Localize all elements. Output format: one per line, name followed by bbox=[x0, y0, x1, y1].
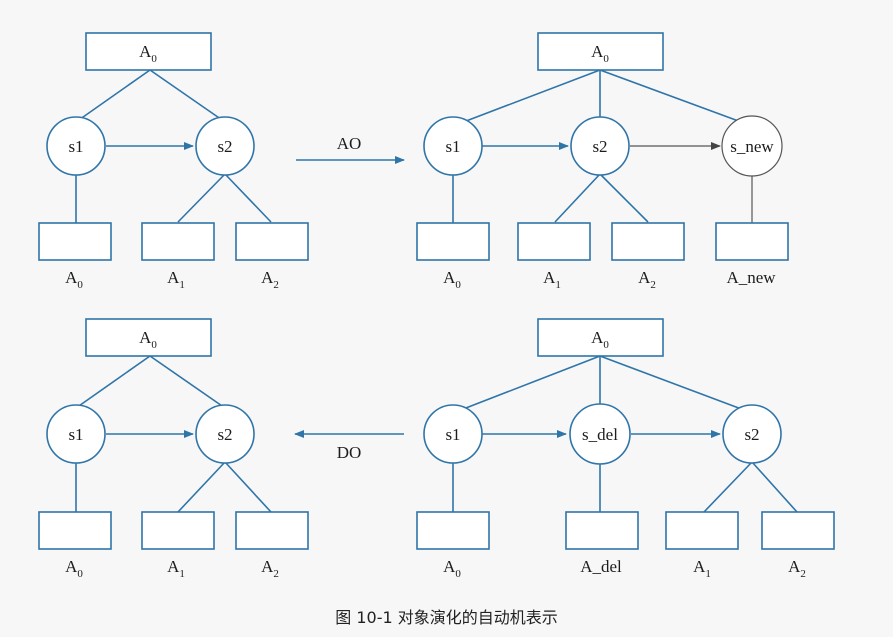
state-node bbox=[423, 116, 483, 176]
leaf-label: A0 bbox=[65, 557, 83, 580]
root-label: A0 bbox=[139, 328, 157, 351]
state-label: s2 bbox=[217, 425, 232, 444]
edge bbox=[75, 69, 151, 123]
state-node bbox=[423, 404, 483, 464]
leaf-label: A0 bbox=[443, 557, 461, 580]
edge bbox=[452, 355, 601, 414]
leaf-box bbox=[141, 511, 215, 550]
edge bbox=[149, 69, 226, 123]
ao-arrow-label: AO bbox=[337, 134, 362, 153]
state-node bbox=[46, 404, 106, 464]
root-label: A0 bbox=[139, 42, 157, 65]
leaf-label: A1 bbox=[167, 557, 185, 580]
state-node bbox=[46, 116, 106, 176]
edge bbox=[75, 355, 151, 409]
edge bbox=[224, 461, 272, 513]
state-node bbox=[195, 404, 255, 464]
leaf-box bbox=[38, 222, 112, 261]
state-label: s1 bbox=[445, 425, 460, 444]
edge bbox=[452, 69, 601, 127]
figure-caption: 图 10-1 对象演化的自动机表示 bbox=[335, 608, 558, 627]
leaf-label: A2 bbox=[261, 268, 279, 291]
state-label: s2 bbox=[592, 137, 607, 156]
leaf-box bbox=[517, 222, 591, 261]
root-box bbox=[537, 318, 664, 357]
diagram-bottom-left: A0 s1 s2 A0 A1 A2 bbox=[38, 318, 309, 580]
edge bbox=[599, 355, 753, 414]
edge bbox=[177, 461, 226, 513]
leaf-label: A1 bbox=[543, 268, 561, 291]
state-label: s1 bbox=[445, 137, 460, 156]
leaf-box bbox=[611, 222, 685, 261]
state-label: s1 bbox=[68, 425, 83, 444]
diagram-bottom-right: A0 s1 s_del s2 A0 A_del A1 A2 bbox=[416, 318, 835, 580]
leaf-label: A2 bbox=[788, 557, 806, 580]
state-node bbox=[722, 404, 782, 464]
state-label: s_new bbox=[730, 137, 774, 156]
diagram-top-right: A0 s1 s2 s_new A0 A1 A2 A_new bbox=[416, 32, 789, 291]
diagram-top-left: A0 s1 s2 A0 A1 A2 bbox=[38, 32, 309, 291]
state-node bbox=[195, 116, 255, 176]
leaf-label: A_del bbox=[580, 557, 622, 576]
state-label: s2 bbox=[744, 425, 759, 444]
state-label: s_del bbox=[582, 425, 618, 444]
root-label: A0 bbox=[591, 42, 609, 65]
root-label: A0 bbox=[591, 328, 609, 351]
edge bbox=[177, 173, 226, 223]
state-node bbox=[570, 116, 630, 176]
edge bbox=[599, 173, 649, 223]
leaf-box bbox=[38, 511, 112, 550]
leaf-box bbox=[565, 511, 639, 550]
leaf-label: A0 bbox=[443, 268, 461, 291]
leaf-box bbox=[416, 511, 490, 550]
root-box bbox=[537, 32, 664, 71]
leaf-label: A_new bbox=[726, 268, 776, 287]
leaf-box bbox=[715, 222, 789, 261]
deleted-state-node bbox=[569, 403, 631, 465]
leaf-box bbox=[141, 222, 215, 261]
leaf-box bbox=[665, 511, 739, 550]
do-arrow: DO bbox=[294, 430, 404, 462]
edge bbox=[554, 173, 601, 223]
state-label: s2 bbox=[217, 137, 232, 156]
root-box bbox=[85, 318, 212, 357]
edge bbox=[751, 461, 798, 513]
root-box bbox=[85, 32, 212, 71]
leaf-box bbox=[235, 222, 309, 261]
leaf-label: A1 bbox=[693, 557, 711, 580]
do-arrow-label: DO bbox=[337, 443, 362, 462]
new-state-node bbox=[721, 115, 783, 177]
leaf-label: A0 bbox=[65, 268, 83, 291]
edge bbox=[149, 355, 226, 409]
leaf-box bbox=[761, 511, 835, 550]
leaf-box bbox=[235, 511, 309, 550]
leaf-label: A2 bbox=[261, 557, 279, 580]
leaf-box bbox=[416, 222, 490, 261]
edge bbox=[224, 173, 272, 223]
leaf-label: A2 bbox=[638, 268, 656, 291]
edge bbox=[703, 461, 753, 513]
ao-arrow: AO bbox=[296, 134, 405, 164]
leaf-label: A1 bbox=[167, 268, 185, 291]
state-label: s1 bbox=[68, 137, 83, 156]
edge bbox=[599, 69, 753, 127]
